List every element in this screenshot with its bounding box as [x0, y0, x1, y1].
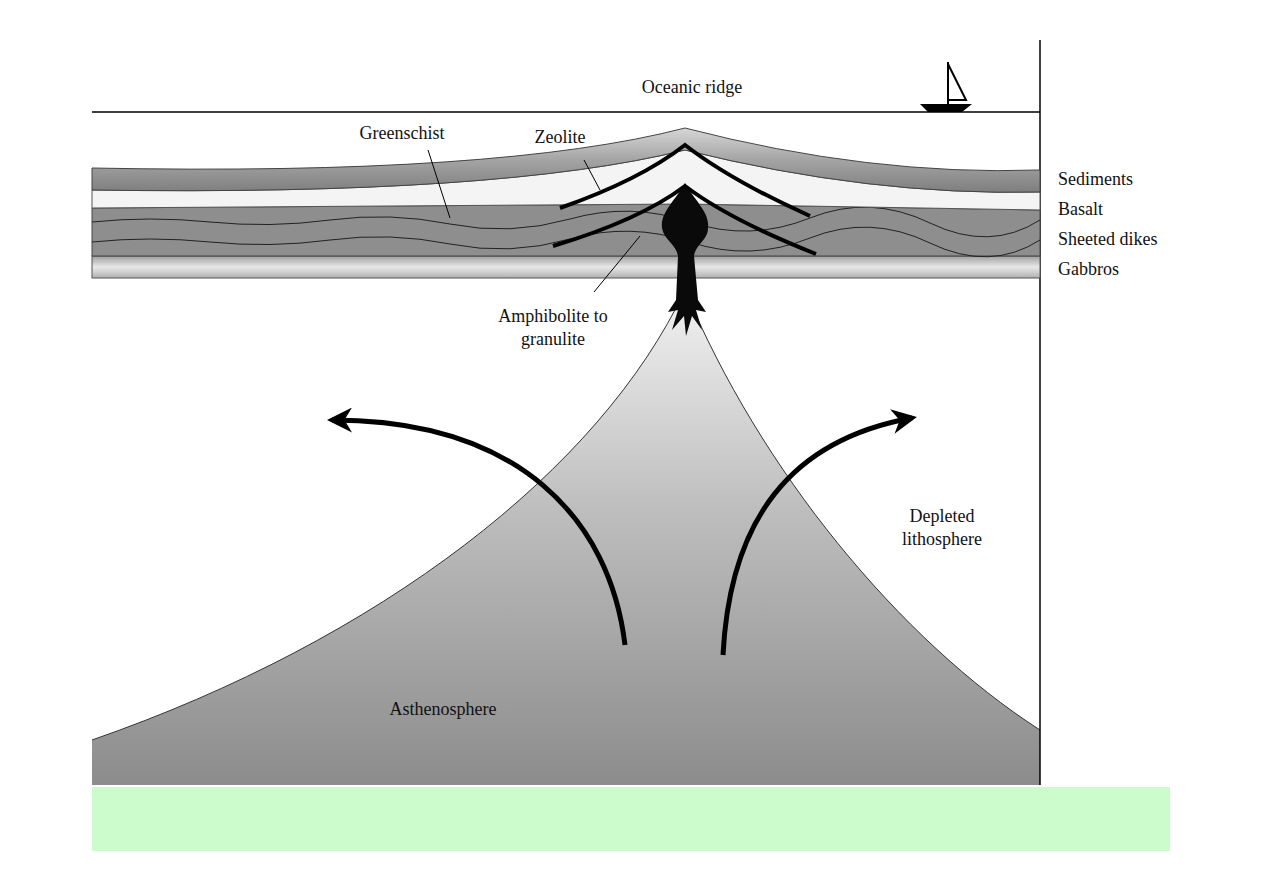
zone-label: Zeolite [535, 126, 586, 149]
gabbro-layer [92, 256, 1040, 278]
zeolite-boundary [560, 145, 810, 216]
layer-label: Basalt [1058, 198, 1103, 221]
leader-line [584, 160, 600, 190]
region-label: Depleted lithosphere [887, 505, 997, 550]
title-label: Oceanic ridge [642, 76, 742, 99]
layer-label: Sediments [1058, 168, 1133, 191]
magma-chamber [662, 183, 708, 336]
frame-line [1039, 40, 1041, 785]
region-label: Asthenosphere [390, 698, 497, 721]
sailboat [920, 62, 972, 112]
zone-label: Greenschist [360, 122, 445, 145]
flow-arrow [723, 418, 912, 655]
leader-line [594, 236, 640, 292]
asthenosphere-region [92, 290, 1040, 785]
greenschist-boundary [553, 186, 816, 254]
flow-arrow [332, 420, 625, 645]
layer-label: Sheeted dikes [1058, 228, 1157, 251]
zone-label: Amphibolite to granulite [498, 305, 608, 350]
leader-line [428, 150, 450, 218]
sheeted-dike-layer [92, 204, 1040, 256]
cone-outline [92, 290, 1040, 740]
sea-surface [92, 111, 1040, 113]
layer-label: Gabbros [1058, 258, 1119, 281]
greenschist-line [92, 207, 1040, 237]
footer-band [92, 787, 1170, 851]
